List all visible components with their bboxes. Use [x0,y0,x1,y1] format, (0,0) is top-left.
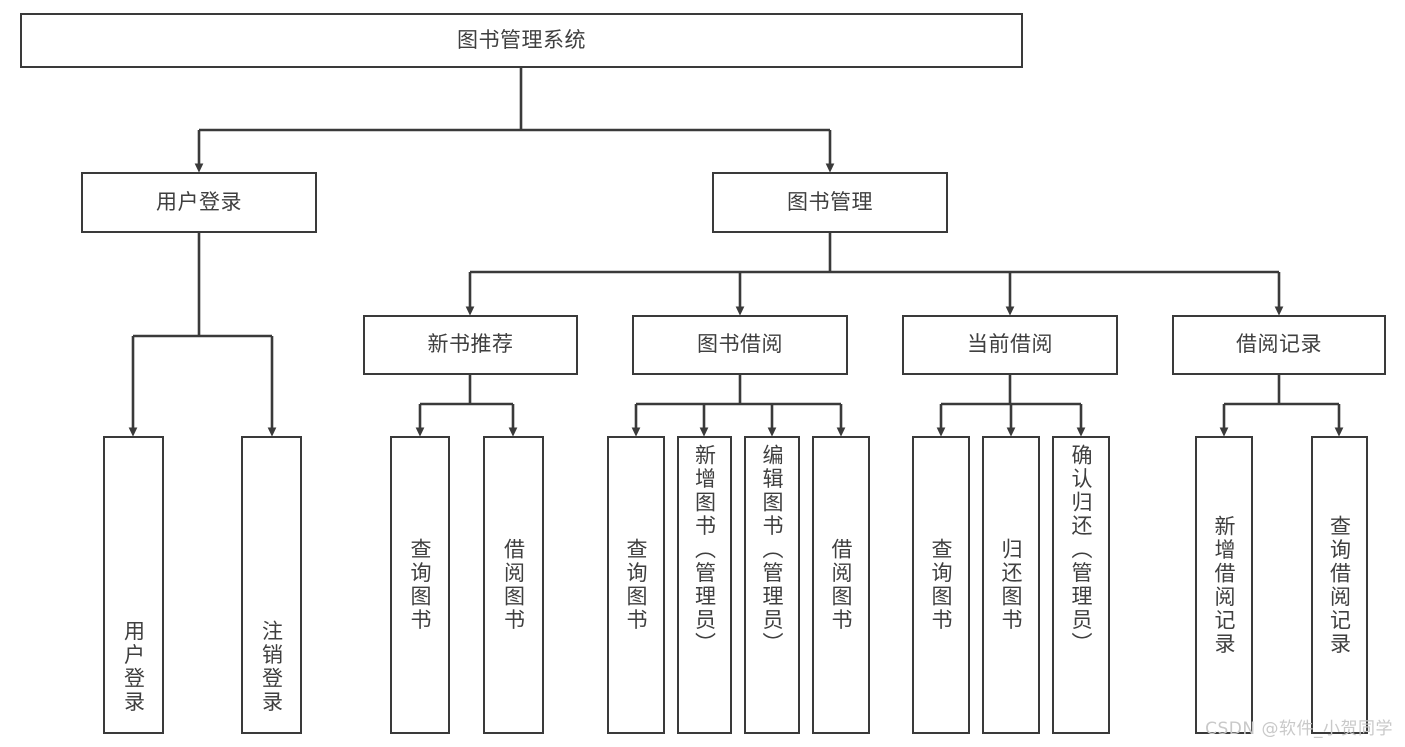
node-label: 用户登录 [156,189,242,214]
node-leaf-query-book-3[interactable]: 查询图书 [912,436,970,734]
node-root-system[interactable]: 图书管理系统 [20,13,1023,68]
node-leaf-query-book-2[interactable]: 查询图书 [607,436,665,734]
node-leaf-add-record[interactable]: 新增借阅记录 [1195,436,1253,734]
node-label: 归还图书 [999,538,1024,632]
node-label: 查询图书 [408,538,433,632]
node-user-login[interactable]: 用户登录 [81,172,317,233]
node-label: 当前借阅 [967,332,1053,357]
node-label: 新增借阅记录 [1212,514,1237,656]
node-label: 新书推荐 [427,332,514,357]
node-label: 新增图书（管理员） [692,444,717,656]
node-label: 图书管理 [787,189,873,214]
node-label: 借阅图书 [501,538,526,632]
node-label: 借阅图书 [829,538,854,632]
node-label: 查询图书 [929,538,954,632]
node-label: 图书管理系统 [457,27,586,52]
node-label: 用户登录 [121,620,146,714]
node-label: 图书借阅 [697,332,783,357]
node-label: 注销登录 [259,620,284,714]
node-label: 编辑图书（管理员） [760,444,785,656]
node-label: 查询图书 [624,538,649,632]
node-leaf-add-book[interactable]: 新增图书（管理员） [677,436,732,734]
node-leaf-user-login[interactable]: 用户登录 [103,436,164,734]
node-current-borrow[interactable]: 当前借阅 [902,315,1118,375]
node-leaf-return-book[interactable]: 归还图书 [982,436,1040,734]
node-leaf-logout[interactable]: 注销登录 [241,436,302,734]
watermark-text: CSDN @软件_小贺同学 [1205,719,1393,739]
node-leaf-borrow-book-1[interactable]: 借阅图书 [483,436,544,734]
node-new-book-recommend[interactable]: 新书推荐 [363,315,578,375]
node-borrow-record[interactable]: 借阅记录 [1172,315,1386,375]
node-leaf-confirm-return[interactable]: 确认归还（管理员） [1052,436,1110,734]
node-label: 确认归还（管理员） [1069,444,1094,656]
node-label: 借阅记录 [1236,332,1322,357]
node-leaf-query-book-1[interactable]: 查询图书 [390,436,450,734]
node-leaf-edit-book[interactable]: 编辑图书（管理员） [744,436,800,734]
node-book-borrow[interactable]: 图书借阅 [632,315,848,375]
node-label: 查询借阅记录 [1327,514,1352,656]
node-leaf-query-record[interactable]: 查询借阅记录 [1311,436,1368,734]
node-book-management[interactable]: 图书管理 [712,172,948,233]
node-leaf-borrow-book-2[interactable]: 借阅图书 [812,436,870,734]
